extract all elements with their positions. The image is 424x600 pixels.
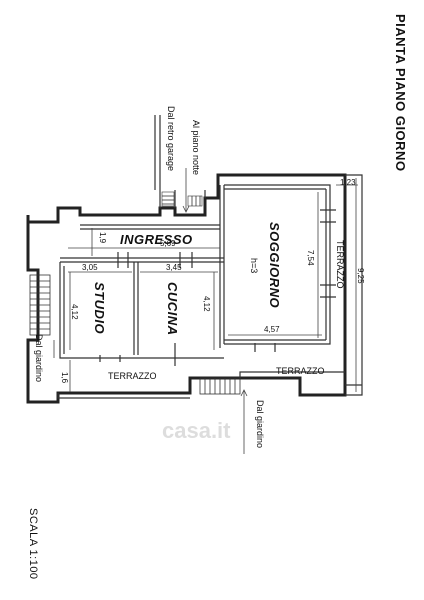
- room-ingresso: INGRESSO: [120, 232, 193, 247]
- dim-9-25: 9,25: [356, 268, 365, 284]
- dim-3-45: 3,45: [166, 263, 182, 272]
- dim-1-6: 1,6: [60, 372, 69, 384]
- dim-1-9: 1,9: [98, 232, 107, 244]
- dim-7-54: 7,54: [306, 250, 315, 266]
- access-arrows: [53, 168, 248, 454]
- dim-4-57: 4,57: [264, 325, 280, 334]
- watermark: casa.it: [162, 418, 231, 443]
- dim-4-12-studio: 4,12: [70, 304, 79, 320]
- room-terrazzo-right: TERRAZZO: [276, 366, 325, 376]
- dim-4-12-cucina: 4,12: [202, 296, 211, 312]
- room-terrazzo-left: TERRAZZO: [108, 371, 157, 381]
- note-al-piano-notte: Al piano notte: [191, 120, 201, 175]
- room-terrazzo-side: TERRAZZO: [335, 240, 345, 289]
- room-soggiorno-height: h=3: [249, 258, 259, 273]
- dimension-lines: [68, 178, 358, 392]
- scale-label: SCALA 1:100: [27, 508, 39, 580]
- interior-walls: [59, 115, 336, 366]
- outer-walls: [26, 173, 363, 404]
- stairs-bottom: [199, 377, 241, 395]
- dim-3-05: 3,05: [82, 263, 98, 272]
- plan-title: PIANTA PIANO GIORNO: [393, 14, 408, 172]
- stairs-left: [29, 274, 51, 336]
- dim-5-69: 5,69: [160, 239, 176, 248]
- note-dal-giardino-bottom: Dal giardino: [255, 400, 265, 448]
- stairs-top: [161, 191, 203, 207]
- room-cucina: CUCINA: [165, 282, 180, 336]
- note-dal-giardino-left: Dal giardino: [34, 334, 44, 382]
- dim-1-23: 1,23: [340, 178, 356, 187]
- room-studio: STUDIO: [92, 282, 107, 334]
- note-dal-retro-garage: Dal retro garage: [166, 106, 176, 171]
- room-soggiorno: SOGGIORNO: [267, 222, 282, 308]
